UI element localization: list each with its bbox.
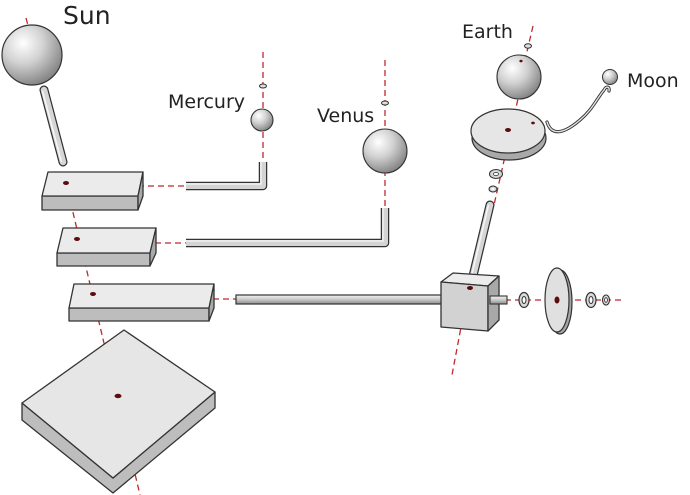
moon-wire (545, 85, 611, 134)
main-rod (235, 294, 447, 305)
moon-label: Moon (627, 70, 679, 92)
sun-sphere (1, 24, 63, 86)
earth-label: Earth (462, 21, 513, 43)
venus-arm (186, 208, 390, 248)
venus-label: Venus (317, 105, 374, 127)
plate-3 (68, 283, 215, 322)
plate-2 (56, 227, 157, 267)
plate-1 (41, 171, 144, 211)
mercury-arm (186, 162, 268, 191)
washer-right-1 (585, 291, 597, 309)
earth-axis-top (524, 25, 534, 61)
moon-sphere (602, 69, 618, 85)
washer-right-2 (601, 294, 611, 306)
earth-washer-lower (488, 185, 498, 193)
mercury-sphere (250, 108, 274, 132)
sun-label: Sun (63, 1, 111, 30)
earth-sphere-mark (519, 59, 523, 63)
base-plate (21, 329, 216, 494)
venus-sphere (362, 128, 408, 174)
mercury-label: Mercury (168, 91, 245, 113)
gearbox-shaft (489, 295, 508, 305)
earth-sphere (496, 54, 542, 100)
venus-washer (381, 100, 389, 106)
earth-washer-top (524, 43, 532, 49)
sun-rod (39, 85, 68, 167)
earth-washer-upper (488, 168, 504, 180)
washer-left (518, 291, 530, 309)
gear-wheel (544, 267, 573, 335)
earth-disc (470, 108, 547, 161)
mercury-washer (259, 83, 267, 89)
earth-rod (468, 200, 495, 281)
